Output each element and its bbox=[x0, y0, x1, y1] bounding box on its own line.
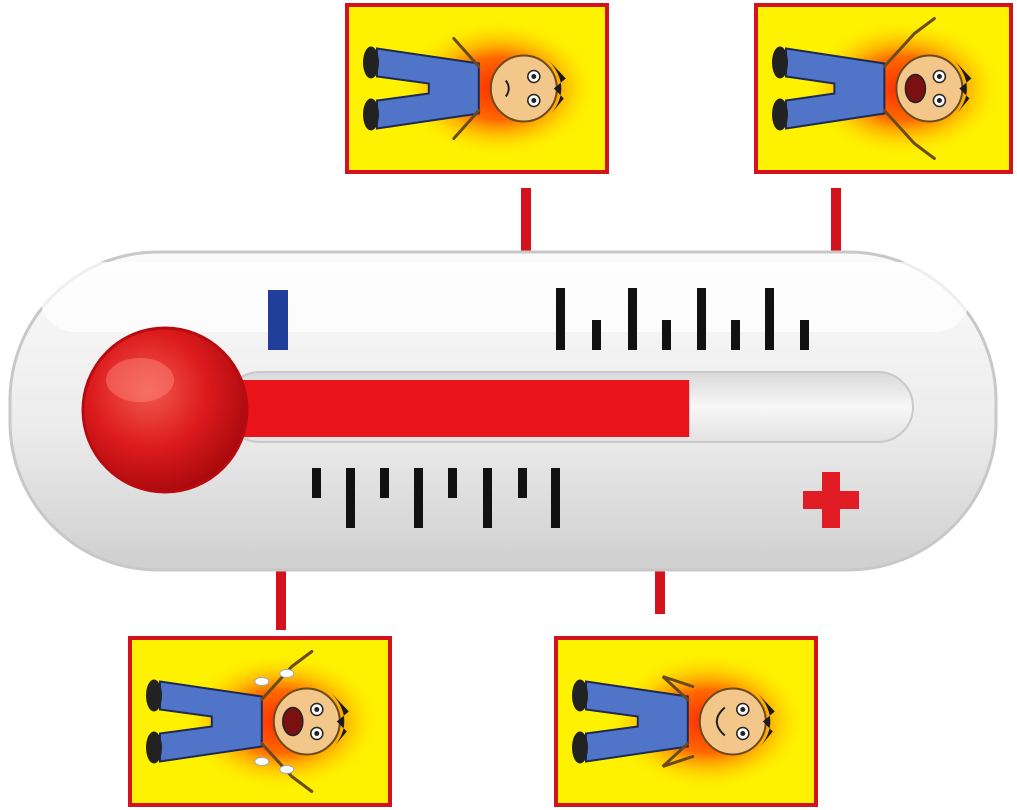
arm bbox=[452, 37, 481, 68]
bulb-shine bbox=[106, 358, 174, 402]
pupil bbox=[740, 707, 746, 712]
mouth bbox=[904, 73, 927, 104]
thermometer-body-highlight bbox=[40, 262, 970, 332]
tear bbox=[279, 669, 295, 678]
tear bbox=[254, 757, 270, 766]
head bbox=[489, 54, 558, 123]
tear bbox=[254, 677, 270, 686]
tick-marks bbox=[312, 288, 809, 528]
pants bbox=[376, 47, 480, 130]
arm bbox=[260, 650, 314, 701]
head bbox=[698, 687, 767, 756]
pupil bbox=[740, 731, 746, 736]
hair bbox=[757, 693, 775, 750]
tick-mark bbox=[518, 468, 527, 498]
tick-mark bbox=[414, 468, 423, 528]
shoe bbox=[772, 46, 788, 79]
panel-worried bbox=[345, 3, 609, 174]
tear bbox=[279, 765, 295, 774]
shoe bbox=[146, 731, 162, 764]
pants bbox=[159, 680, 263, 763]
shoe bbox=[363, 98, 379, 131]
tick-mark bbox=[312, 468, 321, 498]
tick-mark bbox=[380, 468, 389, 498]
tick-mark bbox=[800, 320, 809, 350]
pupil bbox=[314, 731, 320, 736]
pupil bbox=[314, 707, 320, 712]
shoe bbox=[363, 46, 379, 79]
mouth bbox=[715, 706, 726, 737]
arm bbox=[882, 109, 936, 160]
tick-mark bbox=[697, 288, 706, 350]
pants bbox=[585, 680, 689, 763]
thermometer bbox=[8, 250, 998, 572]
tick-mark bbox=[765, 288, 774, 350]
tick-mark bbox=[448, 468, 457, 498]
smiling-boy bbox=[572, 651, 808, 792]
pupil bbox=[936, 98, 942, 103]
shoe bbox=[572, 679, 588, 712]
mouth bbox=[504, 79, 510, 98]
tick-mark bbox=[483, 468, 492, 528]
shoe bbox=[772, 98, 788, 131]
tick-mark bbox=[592, 320, 601, 350]
arm bbox=[661, 675, 695, 701]
pupil bbox=[531, 98, 537, 103]
hair bbox=[954, 60, 972, 117]
arm bbox=[882, 17, 936, 68]
screaming-boy bbox=[772, 17, 1005, 160]
arm bbox=[260, 742, 314, 793]
tick-mark bbox=[662, 320, 671, 350]
tick-mark bbox=[556, 288, 565, 350]
tick-mark bbox=[731, 320, 740, 350]
hair bbox=[331, 693, 349, 750]
crying-boy bbox=[146, 650, 382, 793]
shoe bbox=[146, 679, 162, 712]
mouth bbox=[282, 706, 304, 737]
tick-mark bbox=[551, 468, 560, 528]
tick-mark bbox=[346, 468, 355, 528]
tick-mark bbox=[628, 288, 637, 350]
arm bbox=[661, 742, 695, 768]
arm bbox=[452, 109, 481, 140]
minus-symbol bbox=[268, 290, 288, 350]
shoe bbox=[572, 731, 588, 764]
pupil bbox=[531, 74, 537, 79]
worried-boy bbox=[363, 18, 599, 159]
thermometer-bulb bbox=[81, 326, 249, 494]
pupil bbox=[936, 74, 942, 79]
plus-symbol bbox=[803, 472, 859, 528]
panel-smiling bbox=[554, 636, 818, 807]
pants bbox=[785, 47, 886, 130]
hair bbox=[548, 60, 566, 117]
mood-panels bbox=[128, 3, 1013, 807]
panel-crying bbox=[128, 636, 392, 807]
panel-screaming bbox=[754, 3, 1013, 174]
